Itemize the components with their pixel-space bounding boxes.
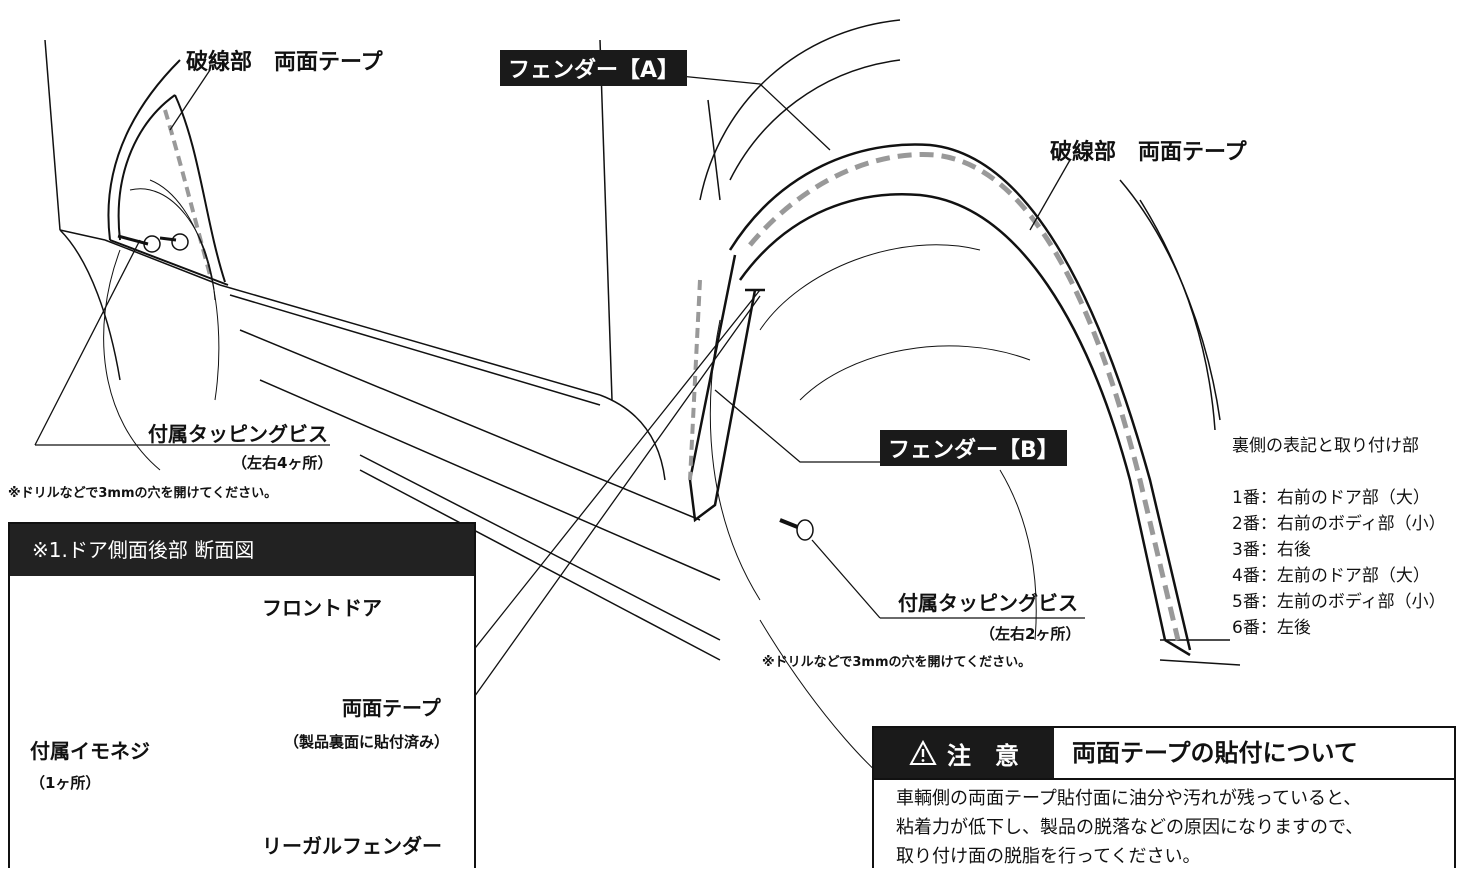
fender-b-label: フェンダー【B】 xyxy=(880,430,1067,466)
marking-info: 裏側の表記と取り付け部 1番：右前のドア部（大） 2番：右前のボディ部（小） 3… xyxy=(1232,433,1446,641)
screw-rear-label: 付属タッピングビス xyxy=(148,422,328,446)
front-door-label: フロントドア xyxy=(262,596,382,620)
dashed-tape-label-front: 破線部 両面テープ xyxy=(1050,140,1247,165)
screw-rear-count: （左右4ヶ所） xyxy=(232,454,333,472)
caution-tag: 注 意 xyxy=(874,728,1054,778)
marking-item: 4番：左前のドア部（大） xyxy=(1232,566,1430,586)
tape-label: 両面テープ xyxy=(342,696,441,720)
front-body-outline xyxy=(699,19,1241,666)
rear-body-outline xyxy=(44,39,721,661)
screw-rear-note: ※ドリルなどで3mmの穴を開けてください。 xyxy=(8,486,278,501)
caution-tag-label: 注 意 xyxy=(947,741,1019,770)
cross-section-panel: ※1.ドア側面後部 断面図 xyxy=(8,522,476,868)
set-screw-count: （1ヶ所） xyxy=(30,774,101,792)
screw-front-label: 付属タッピングビス xyxy=(898,591,1078,615)
dashed-tape-label-rear: 破線部 両面テープ xyxy=(186,50,383,75)
caution-box: 注 意 両面テープの貼付について 車輌側の両面テープ貼付面に油分や汚れが残ってい… xyxy=(872,726,1456,868)
caution-title: 両面テープの貼付について xyxy=(1072,739,1358,767)
leader-lines xyxy=(34,69,1085,701)
rear-wheel xyxy=(103,179,220,471)
caution-body: 車輌側の両面テープ貼付面に油分や汚れが残っていると、 粘着力が低下し、製品の脱落… xyxy=(874,780,1454,871)
marking-info-title: 裏側の表記と取り付け部 xyxy=(1232,436,1419,456)
caution-header: 注 意 両面テープの貼付について xyxy=(874,728,1454,780)
set-screw-label: 付属イモネジ xyxy=(30,739,150,763)
cross-section-title: ※1.ドア側面後部 断面図 xyxy=(10,524,474,576)
screw-front-note: ※ドリルなどで3mmの穴を開けてください。 xyxy=(762,655,1032,670)
screw-front-count: （左右2ヶ所） xyxy=(980,625,1081,643)
marking-item: 1番：右前のドア部（大） xyxy=(1232,488,1430,508)
marking-item: 2番：右前のボディ部（小） xyxy=(1232,514,1446,534)
warning-icon xyxy=(909,740,937,765)
front-screw xyxy=(779,518,814,541)
fender-a-label: フェンダー【A】 xyxy=(500,50,688,86)
marking-item: 6番：左後 xyxy=(1232,618,1311,638)
marking-item: 5番：左前のボディ部（小） xyxy=(1232,592,1446,612)
caution-line: 取り付け面の脱脂を行ってください。 xyxy=(896,846,1201,867)
fender-b xyxy=(688,254,765,523)
rear-screws xyxy=(117,233,189,253)
caution-line: 粘着力が低下し、製品の脱落などの原因になりますので、 xyxy=(896,817,1364,838)
fender-a xyxy=(728,143,1192,657)
marking-item: 3番：右後 xyxy=(1232,540,1311,560)
front-wheel xyxy=(709,244,1037,791)
rear-fender xyxy=(107,59,229,286)
tape-note: （製品裏面に貼付済み） xyxy=(284,733,450,751)
fender-section-label: リーガルフェンダー xyxy=(262,834,442,858)
caution-line: 車輌側の両面テープ貼付面に油分や汚れが残っていると、 xyxy=(896,788,1362,809)
